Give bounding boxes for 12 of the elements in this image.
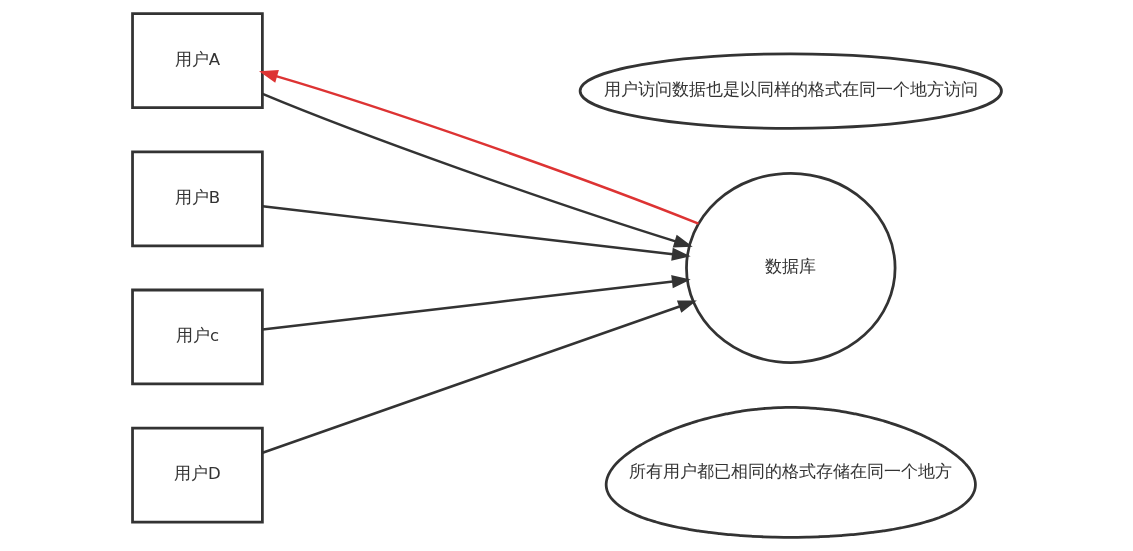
node-ellipse: 用户访问数据也是以同样的格式在同一个地方访问	[578, 52, 1003, 130]
node-box: 用户B	[130, 150, 264, 248]
arrow	[261, 275, 691, 331]
node-circle: 数据库	[684, 171, 896, 364]
arrow	[261, 205, 691, 261]
arrow	[261, 300, 697, 454]
arrow	[261, 92, 693, 248]
arrow	[258, 70, 699, 225]
node-box: 用户D	[130, 426, 264, 524]
node-ellipse: 所有用户都已相同的格式存储在同一个地方	[604, 406, 977, 539]
node-box: 用户A	[130, 12, 264, 110]
node-box: 用户c	[130, 288, 264, 386]
